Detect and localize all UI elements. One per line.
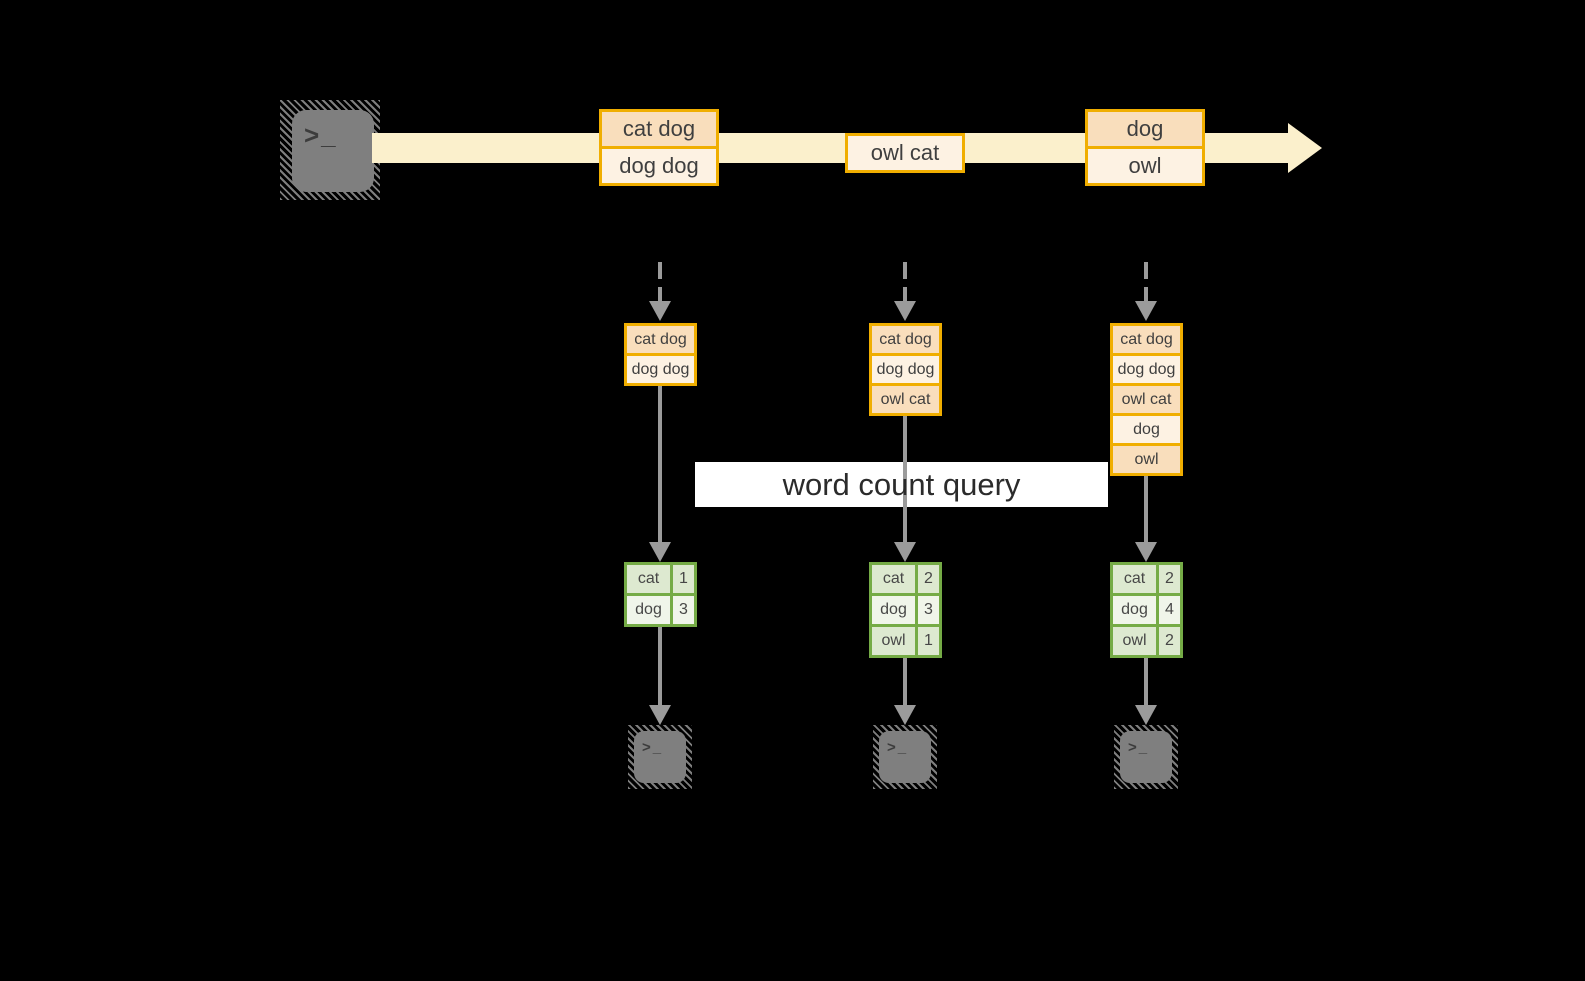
- arrowhead-icon: [1135, 301, 1157, 321]
- state-row: dog dog: [627, 356, 694, 383]
- count-table-2: cat 2 dog 3 owl 1: [869, 562, 942, 658]
- state-row: cat dog: [627, 326, 694, 353]
- batch-item: cat dog: [602, 112, 716, 146]
- batch-item: dog: [1088, 112, 1202, 146]
- state-stack-1: cat dog dog dog: [624, 323, 697, 386]
- terminal-screen: >_: [634, 731, 686, 783]
- query-banner-label: word count query: [782, 466, 1021, 502]
- count-to-output-arrow-2: [903, 658, 907, 705]
- count-table-3: cat 2 dog 4 owl 2: [1110, 562, 1183, 658]
- stream-timeline-arrowhead-icon: [1288, 123, 1322, 173]
- count-cell: 3: [918, 596, 939, 624]
- output-terminal-icon-3: >_: [1114, 725, 1178, 789]
- output-terminal-icon-1: >_: [628, 725, 692, 789]
- arrowhead-icon: [894, 705, 916, 725]
- state-row: owl cat: [872, 386, 939, 413]
- terminal-screen: >_: [1120, 731, 1172, 783]
- state-to-count-arrow-2: [903, 416, 907, 542]
- state-row: dog: [1113, 416, 1180, 443]
- batch-to-state-dashed-arrow-3: [1144, 262, 1148, 302]
- word-cell: owl: [872, 627, 915, 655]
- batch-item: dog dog: [602, 149, 716, 183]
- state-row: cat dog: [872, 326, 939, 353]
- count-cell: 2: [918, 565, 939, 593]
- state-row: cat dog: [1113, 326, 1180, 353]
- terminal-screen: >_: [292, 110, 374, 192]
- state-row: owl cat: [1113, 386, 1180, 413]
- source-terminal-icon: >_: [280, 100, 380, 200]
- terminal-screen: >_: [879, 731, 931, 783]
- arrowhead-icon: [649, 542, 671, 562]
- count-to-output-arrow-1: [658, 627, 662, 705]
- word-cell: dog: [1113, 596, 1156, 624]
- arrowhead-icon: [1135, 705, 1157, 725]
- count-cell: 2: [1159, 565, 1180, 593]
- count-cell: 4: [1159, 596, 1180, 624]
- word-cell: owl: [1113, 627, 1156, 655]
- terminal-prompt-glyph: >_: [304, 120, 338, 150]
- batch-item: owl: [1088, 149, 1202, 183]
- batch-to-state-dashed-arrow-2: [903, 262, 907, 302]
- state-row: owl: [1113, 446, 1180, 473]
- arrowhead-icon: [1135, 542, 1157, 562]
- count-to-output-arrow-3: [1144, 658, 1148, 705]
- state-row: dog dog: [1113, 356, 1180, 383]
- count-table-1: cat 1 dog 3: [624, 562, 697, 627]
- query-banner-background: [695, 462, 1108, 507]
- word-cell: cat: [872, 565, 915, 593]
- arrowhead-icon: [649, 301, 671, 321]
- stream-batch-1: cat dog dog dog: [599, 109, 719, 186]
- state-stack-3: cat dog dog dog owl cat dog owl: [1110, 323, 1183, 476]
- state-to-count-arrow-1: [658, 386, 662, 542]
- terminal-prompt-glyph: >_: [642, 739, 664, 756]
- count-cell: 1: [673, 565, 694, 593]
- terminal-prompt-glyph: >_: [1128, 739, 1150, 756]
- arrowhead-icon: [894, 542, 916, 562]
- stream-batch-2: owl cat: [845, 133, 965, 173]
- arrowhead-icon: [649, 705, 671, 725]
- count-cell: 1: [918, 627, 939, 655]
- terminal-prompt-glyph: >_: [887, 739, 909, 756]
- arrowhead-icon: [894, 301, 916, 321]
- word-cell: dog: [872, 596, 915, 624]
- stream-batch-3: dog owl: [1085, 109, 1205, 186]
- word-cell: dog: [627, 596, 670, 624]
- batch-item: owl cat: [848, 136, 962, 170]
- count-cell: 3: [673, 596, 694, 624]
- state-row: dog dog: [872, 356, 939, 383]
- state-to-count-arrow-3: [1144, 476, 1148, 542]
- output-terminal-icon-2: >_: [873, 725, 937, 789]
- word-cell: cat: [1113, 565, 1156, 593]
- count-cell: 2: [1159, 627, 1180, 655]
- batch-to-state-dashed-arrow-1: [658, 262, 662, 302]
- state-stack-2: cat dog dog dog owl cat: [869, 323, 942, 416]
- word-cell: cat: [627, 565, 670, 593]
